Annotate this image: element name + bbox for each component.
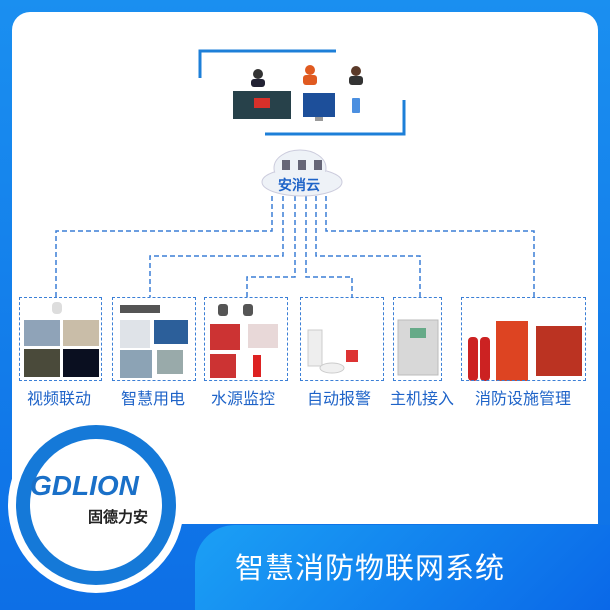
bottom-bracket bbox=[265, 100, 406, 136]
logo-text-en: GDLION bbox=[30, 470, 139, 501]
module-box-host bbox=[393, 297, 442, 381]
module-images bbox=[24, 302, 582, 381]
module-label-alarm: 自动报警 bbox=[307, 389, 372, 408]
module-label-facilities: 消防设施管理 bbox=[475, 389, 572, 408]
top-bracket bbox=[198, 49, 336, 78]
monitor-icon bbox=[303, 93, 335, 117]
module-label-water: 水源监控 bbox=[211, 389, 276, 408]
cloud-icon bbox=[261, 149, 343, 197]
module-box-video bbox=[19, 297, 102, 381]
module-box-water bbox=[204, 297, 288, 381]
module-box-alarm bbox=[300, 297, 384, 381]
module-label-video: 视频联动 bbox=[27, 389, 92, 408]
module-label-power: 智慧用电 bbox=[121, 389, 186, 408]
module-label-host: 主机接入 bbox=[390, 389, 455, 408]
brand-logo bbox=[16, 425, 176, 585]
phone-icon bbox=[352, 98, 360, 113]
logo-text-cn: 固德力安 bbox=[88, 508, 149, 526]
title-band bbox=[195, 525, 610, 610]
users-group bbox=[251, 65, 363, 87]
module-box-facilities bbox=[461, 297, 586, 381]
cloud-label: 安消云 bbox=[278, 178, 320, 194]
module-box-power bbox=[112, 297, 196, 381]
page-title: 智慧消防物联网系统 bbox=[235, 551, 506, 585]
